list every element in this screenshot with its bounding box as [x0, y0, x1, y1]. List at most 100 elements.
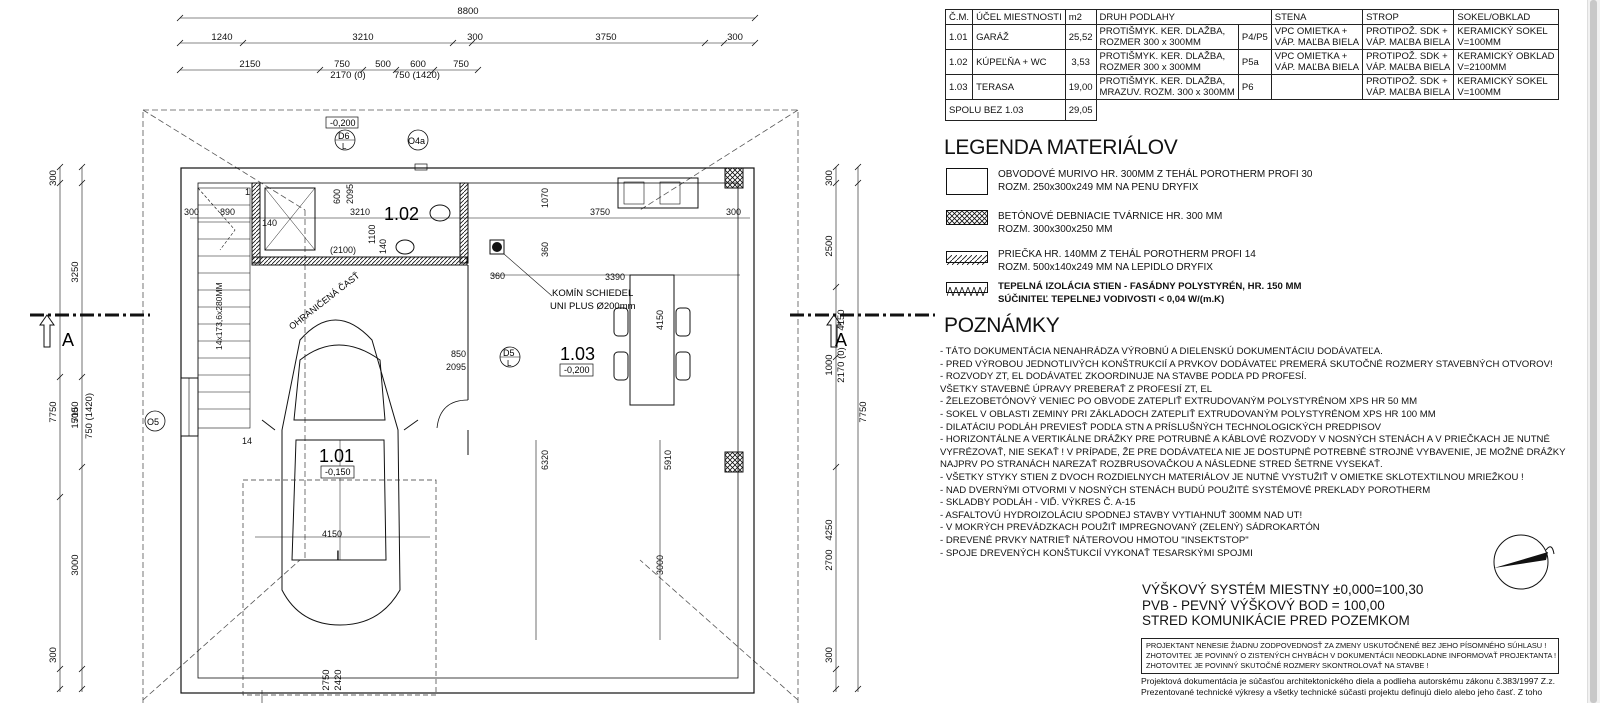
table-row: 1.02 KÚPEĽŇA + WC 3,53 PROTIŠMYK. KER. D…	[944, 49, 1559, 75]
toilet-icon	[429, 204, 451, 222]
svg-text:3390: 3390	[605, 272, 625, 282]
room-schedule-table: Č.M. ÚČEL MIESTNOSTI m2 DRUH PODLAHY STE…	[944, 9, 1559, 121]
shower-tray	[264, 187, 316, 251]
svg-text:3000: 3000	[655, 555, 665, 575]
svg-text:2095: 2095	[345, 184, 355, 204]
svg-text:L: L	[507, 359, 512, 368]
right-dimensions: 300 2500 1000 2170 (0) 4150 7750 4250 27…	[824, 170, 869, 663]
notes-list: - TÁTO DOKUMENTÁCIA NENAHRÁDZA VÝROBNÚ A…	[940, 346, 1566, 560]
note-line: - V MOKRÝCH PREVÁDZKACH POUŽIŤ IMPREGNOV…	[940, 522, 1320, 534]
note-line: - DILATÁCIU PODLÁH PREVIESŤ PODĽA STN A …	[940, 421, 1382, 433]
car-mark: I	[336, 547, 340, 563]
legend-title: LEGENDA MATERIÁLOV	[944, 136, 1178, 159]
legend-symbol-plain	[946, 168, 988, 195]
svg-text:850: 850	[451, 349, 466, 359]
svg-text:750: 750	[453, 59, 469, 70]
svg-text:2750: 2750	[321, 669, 332, 690]
svg-text:300: 300	[824, 647, 835, 663]
svg-text:4150: 4150	[655, 310, 665, 330]
svg-text:3250: 3250	[70, 261, 81, 282]
dimension-ticks	[56, 14, 862, 693]
svg-text:140: 140	[262, 218, 277, 228]
svg-text:1100: 1100	[367, 225, 377, 244]
svg-text:3750: 3750	[595, 32, 616, 43]
svg-text:7750: 7750	[48, 401, 59, 422]
scrollbar-thumb[interactable]	[1590, 0, 1597, 703]
level-101: -0,150	[325, 467, 351, 477]
note-line: - ASFALTOVÚ HYDROIZOLÁCIU SPODNEJ STAVBY…	[940, 509, 1303, 521]
liability-warning-box: PROJEKTANT NENESIE ŽIADNU ZODPOVEDNOSŤ Z…	[1141, 638, 1559, 674]
kitchen-counter	[617, 177, 699, 209]
svg-text:300: 300	[48, 647, 59, 663]
window-tag-o5: O5	[147, 417, 159, 427]
table-header-row: Č.M. ÚČEL MIESTNOSTI m2 DRUH PODLAHY STE…	[944, 9, 1559, 25]
legend-item: PRIEČKA HR. 140MM Z TEHÁL POROTHERM PROF…	[946, 248, 1256, 274]
table-total-row: SPOLU BEZ 1.03 29,05	[945, 99, 1559, 121]
svg-text:360: 360	[540, 242, 550, 257]
partition-wall	[251, 182, 261, 264]
svg-text:2170 (0): 2170 (0)	[330, 70, 365, 81]
vertical-scrollbar[interactable]	[1587, 0, 1600, 703]
svg-text:300: 300	[467, 32, 483, 43]
note-line: - ŽELEZOBETÓNOVÝ VENIEC PO OBVODE ZATEPL…	[940, 396, 1418, 408]
svg-text:300: 300	[184, 207, 199, 217]
vent-duct	[489, 239, 505, 255]
note-line: - SKLADBY PODLÁH - VIĎ. VÝKRES Č. A-15	[940, 497, 1136, 509]
svg-text:3210: 3210	[352, 32, 373, 43]
level-top: -0,200	[330, 118, 356, 128]
svg-text:7750: 7750	[858, 401, 869, 422]
svg-text:2150: 2150	[239, 59, 260, 70]
svg-text:890: 890	[220, 207, 235, 217]
legend-symbol-cross	[946, 210, 988, 225]
svg-text:500: 500	[375, 59, 391, 70]
note-line: NAJPRV PO STRANÁCH NAREZAŤ ROZBRUSOVAČKO…	[940, 459, 1383, 471]
note-line: - NAD DVERNÝMI OTVORMI V NOSNÝCH STENÁCH…	[940, 484, 1431, 496]
svg-text:2500: 2500	[824, 235, 835, 256]
svg-text:1000: 1000	[824, 354, 835, 375]
section-a-left: A	[62, 330, 74, 350]
door-tag-d5: D5	[503, 348, 515, 358]
top-dimensions: 8800 1240 3210 300 3750 300 2150 750 500…	[211, 6, 743, 81]
north-arrow-icon	[1493, 534, 1555, 590]
svg-text:600: 600	[332, 189, 342, 204]
partition-wall	[251, 256, 468, 266]
note-line: - PRED VÝROBOU JEDNOTLIVÝCH KONŠTRUKCIÍ …	[940, 358, 1553, 370]
floor-plan-drawing: 8800 1240 3210 300 3750 300 2150 750 500…	[30, 6, 935, 703]
window-tag-o4a: O4a	[408, 136, 425, 146]
section-a-right: A	[835, 330, 847, 350]
svg-text:1070: 1070	[540, 188, 550, 208]
dimension-lines	[59, 17, 859, 703]
svg-text:4150: 4150	[836, 309, 847, 330]
room-number-102: 1.02	[384, 204, 419, 224]
concrete-block	[724, 451, 744, 473]
height-system: VÝŠKOVÝ SYSTÉM MIESTNY ±0,000=100,30 PVB…	[1142, 582, 1424, 628]
svg-text:2095: 2095	[446, 362, 466, 372]
svg-text:7150: 7150	[70, 401, 81, 422]
partition-wall	[459, 182, 469, 264]
window-o5	[180, 377, 199, 437]
svg-text:750: 750	[334, 59, 350, 70]
svg-text:1: 1	[245, 187, 250, 197]
svg-text:300: 300	[48, 170, 59, 186]
svg-text:3750: 3750	[590, 207, 610, 217]
legend-item: TEPELNÁ IZOLÁCIA STIEN - FASÁDNY POLYSTY…	[946, 280, 1302, 306]
svg-text:600: 600	[410, 59, 426, 70]
note-line: VYFRÉZOVAŤ, NIE SEKAŤ ! V PRÍPADE, ŽE PR…	[940, 446, 1566, 458]
note-line: - ROZVODY ZT, EL DODÁVATEĽ ZKOORDINUJE N…	[940, 371, 1307, 383]
notes-title: POZNÁMKY	[944, 314, 1060, 337]
dim-total: 8800	[457, 6, 478, 17]
svg-text:5910: 5910	[663, 450, 673, 470]
svg-text:2170 (0): 2170 (0)	[836, 347, 847, 382]
sink-icon	[395, 239, 415, 255]
left-dimensions: 300 3250 7750 7150 1500 750 (1420) 3000 …	[48, 170, 95, 663]
svg-text:14x173,6x280MM: 14x173,6x280MM	[214, 282, 224, 350]
legend-symbol-zigzag	[946, 282, 988, 298]
garage-door-projection	[242, 479, 437, 696]
note-line: - VŠETKY STYKY STIEN Z DVOCH ROZDIELNYCH…	[940, 471, 1524, 483]
door-tag-d6: D6	[338, 131, 350, 141]
note-line: - SOKEL V OBLASTI ZEMINY PRI ZÁKLADOCH Z…	[940, 408, 1436, 420]
svg-text:4250: 4250	[824, 519, 835, 540]
svg-text:300: 300	[726, 207, 741, 217]
svg-text:750 (1420): 750 (1420)	[84, 393, 95, 439]
